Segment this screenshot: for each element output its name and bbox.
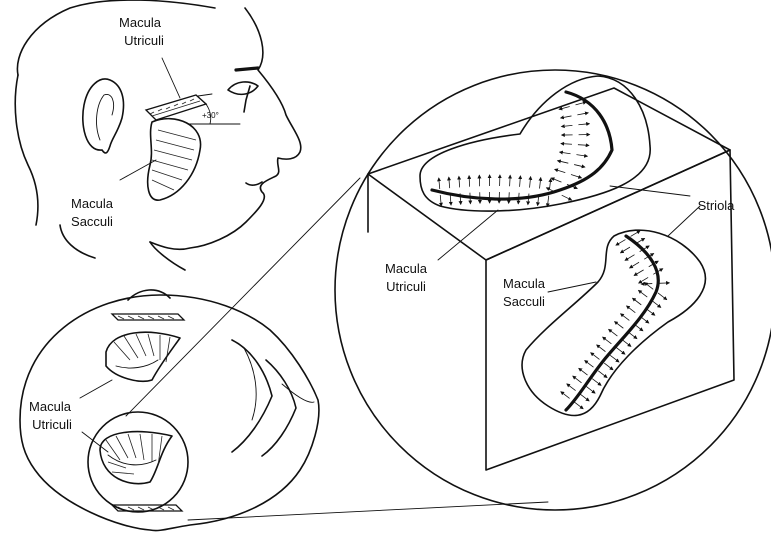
polarity-arrow [567,384,576,391]
polarity-arrow [625,255,634,261]
polarity-arrow [561,144,572,145]
polarity-arrow [540,178,541,189]
ear [83,79,124,153]
polarity-arrow [646,309,655,316]
polarity-arrow [510,175,511,186]
cube-utriculi-label-2: Utriculi [386,279,426,294]
polarity-arrow [652,301,661,308]
polarity-arrow [592,379,601,386]
eyeball-macula-upper [106,332,180,381]
polarity-arrow [630,262,639,268]
polarity-arrow [555,169,565,172]
polarity-arrow [658,293,667,300]
cube-macula-sacculi [522,230,705,415]
polarity-arrow [628,332,637,339]
angle-label: +30° [202,111,219,120]
polarity-arrow [635,238,644,244]
polarity-arrow [560,152,571,154]
polarity-arrow [518,193,519,204]
polarity-arrow [604,363,613,370]
polarity-arrow [578,124,589,125]
zoom-line-upper [126,178,360,416]
polarity-arrow [561,116,572,118]
polarity-arrow [609,329,618,336]
polarity-arrow [520,176,521,187]
polarity-arrow [633,298,642,305]
polarity-arrow [576,102,587,105]
polarity-arrow [576,155,587,157]
polarity-arrow [621,314,630,321]
striola-label: Striola [698,198,736,213]
polarity-arrow [574,165,585,168]
polarity-arrow [603,337,612,344]
polarity-arrow [640,316,649,323]
cube-sacculi-label-1: Macula [503,276,546,291]
head-utriculi-label-1: Macula [119,15,162,30]
polarity-arrow [449,177,450,188]
polarity-arrow [561,392,570,399]
polarity-arrow [639,290,648,297]
polarity-arrow [469,176,470,187]
polarity-arrow [585,361,594,368]
polarity-arrow [631,231,640,237]
cube-sacculi-label-2: Sacculi [503,294,545,309]
head-macula-sacculi [148,119,201,201]
polarity-arrow [561,125,572,126]
head-utriculi-label-2: Utriculi [124,33,164,48]
polarity-arrow [440,195,441,206]
polarity-arrow [578,145,589,146]
head-sacculi-label-2: Sacculi [71,214,113,229]
ball-utriculi-label-1: Macula [29,399,72,414]
zoom-line-lower [188,502,548,520]
ball-utriculi-label-2: Utriculi [32,417,72,432]
polarity-arrow [622,340,631,347]
polarity-arrow [577,113,588,115]
polarity-arrow [579,368,588,375]
polarity-arrow [615,322,624,329]
polarity-arrow [470,193,471,204]
polarity-arrow [580,394,589,401]
polarity-arrow [627,306,636,313]
polarity-arrow [562,195,572,200]
polarity-arrow [634,324,643,331]
polarity-arrow [598,371,607,378]
polarity-arrow [547,196,548,207]
polarity-arrow [530,177,531,188]
polarity-arrow [586,386,595,393]
eye [228,82,258,94]
eyeball-macula-lower [100,432,172,484]
polarity-arrow [610,355,619,362]
polarity-arrow [571,174,581,177]
polarity-arrow [597,345,606,352]
polarity-arrow [591,353,600,360]
polarity-arrow [621,247,630,253]
polarity-arrow [509,192,510,203]
head-sacculi-label-1: Macula [71,196,114,211]
polarity-arrow [574,402,583,409]
cube-utriculi-label-1: Macula [385,261,428,276]
polarity-arrow [634,270,643,276]
polarity-arrow [528,194,529,205]
polarity-arrow [573,376,582,383]
polarity-arrow [551,178,561,182]
polarity-arrow [639,277,648,283]
polarity-arrow [549,179,550,190]
polarity-arrow [439,178,440,189]
polarity-arrow [616,347,625,354]
head-macula-utriculi [146,95,206,120]
polarity-arrow [459,176,460,187]
polarity-arrow [558,161,569,164]
polarity-arrow [616,240,625,246]
